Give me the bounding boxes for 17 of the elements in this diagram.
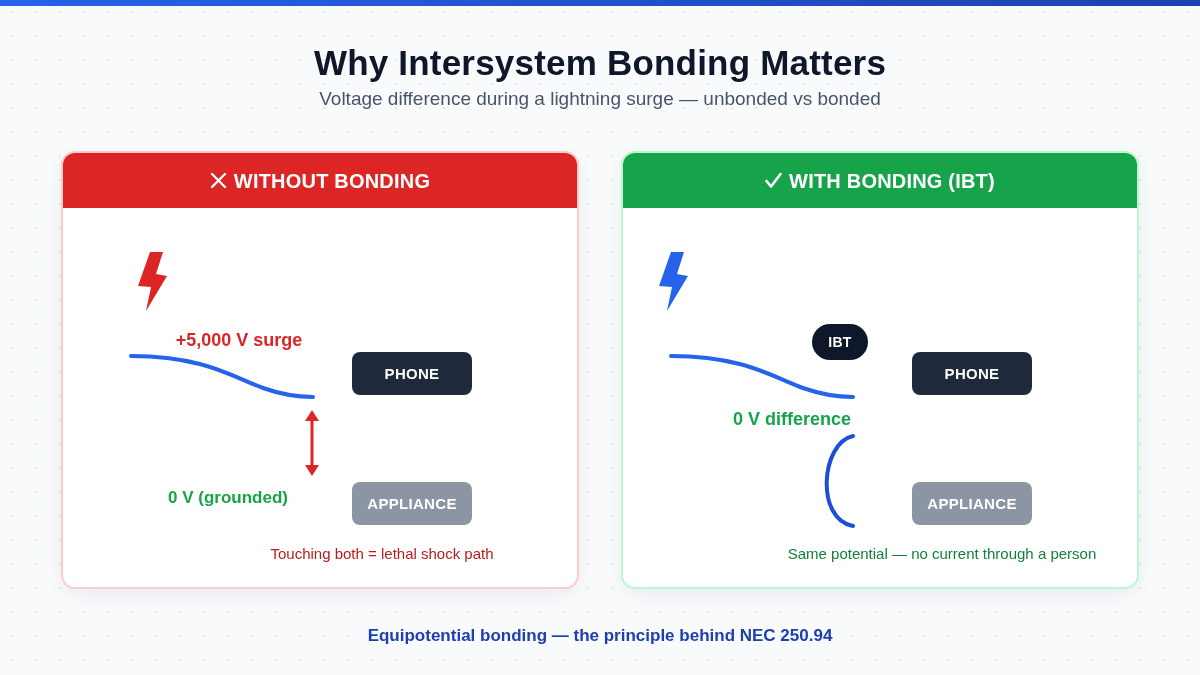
comparison-panel (621, 151, 1139, 589)
panel-title: WITH BONDING (IBT) (789, 168, 995, 193)
bonding-tag: IBT (812, 324, 868, 360)
device-box: PHONE (352, 352, 472, 395)
comparison-panel (61, 151, 579, 589)
caption: Equipotential bonding — the principle behind NEC 250.94 (367, 625, 833, 647)
title: Why Intersystem Bonding Matters (313, 42, 887, 84)
subtitle: Voltage difference during a lightning surge — unbonded vs bonded (319, 87, 881, 111)
ground-voltage-label: 0 V (grounded) (168, 487, 288, 508)
surge-voltage-label: +5,000 V surge (175, 329, 303, 352)
device-box: PHONE (912, 352, 1032, 395)
voltage-difference-label: 0 V difference (733, 408, 851, 431)
panel-title: WITHOUT BONDING (233, 168, 431, 193)
device-box: APPLIANCE (352, 482, 472, 525)
warning-note: Touching both = lethal shock path (270, 544, 494, 563)
device-box: APPLIANCE (912, 482, 1032, 525)
safety-note: Same potential — no current through a person (787, 544, 1097, 563)
